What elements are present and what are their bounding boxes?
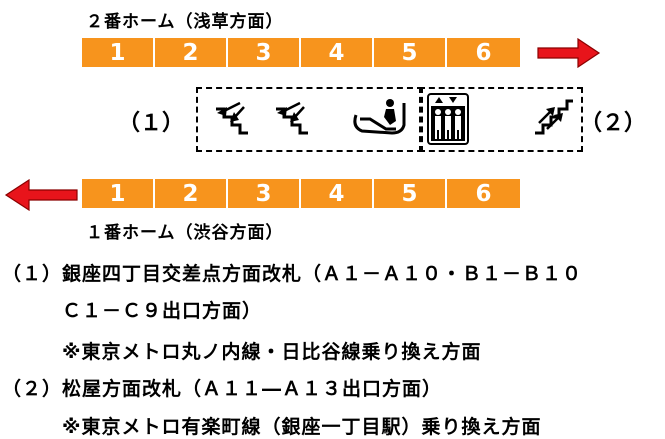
car-number: 1 — [82, 179, 155, 208]
transfer-note-1: ※東京メトロ丸ノ内線・日比谷線乗り換え方面 — [62, 341, 482, 363]
stairs-down-icon — [276, 101, 308, 135]
car-number: 3 — [228, 38, 301, 67]
car-number: 5 — [374, 179, 447, 208]
exit-note-1: （１）銀座四丁目交差点方面改札（Ａ１－Ａ１０・Ｂ１－Ｂ１０ — [2, 263, 583, 285]
stairs-down-icon — [216, 101, 248, 135]
car-number: 5 — [374, 38, 447, 67]
exit-note-2: （２）松屋方面改札（Ａ１１―Ａ１３出口方面） — [2, 378, 443, 400]
car-number: 6 — [447, 38, 520, 67]
bottom-platform-cars: 1 2 3 4 5 6 — [82, 179, 520, 208]
exit-marker-1: （１） — [118, 111, 185, 136]
stairs-up-icon — [535, 99, 573, 135]
bottom-platform-label: １番ホーム（渋谷方面） — [86, 223, 284, 243]
car-number: 2 — [155, 179, 228, 208]
car-number: 6 — [447, 179, 520, 208]
top-platform-label: ２番ホーム（浅草方面） — [86, 12, 284, 32]
car-number: 4 — [301, 179, 374, 208]
car-number: 1 — [82, 38, 155, 67]
exit-marker-2: （２） — [580, 111, 647, 136]
car-number: 2 — [155, 38, 228, 67]
car-number: 4 — [301, 38, 374, 67]
top-platform-cars: 1 2 3 4 5 6 — [82, 38, 520, 67]
elevator-icon — [427, 93, 469, 145]
direction-arrow-left-icon — [4, 179, 78, 211]
escalator-icon — [353, 99, 406, 135]
car-number: 3 — [228, 179, 301, 208]
transfer-note-2: ※東京メトロ有楽町線（銀座一丁目駅）乗り換え方面 — [62, 416, 542, 438]
facility-group-right — [419, 87, 583, 152]
direction-arrow-right-icon — [537, 38, 601, 68]
facility-group-left — [196, 87, 423, 152]
exit-note-1-continued: Ｃ１－Ｃ９出口方面） — [62, 300, 263, 322]
